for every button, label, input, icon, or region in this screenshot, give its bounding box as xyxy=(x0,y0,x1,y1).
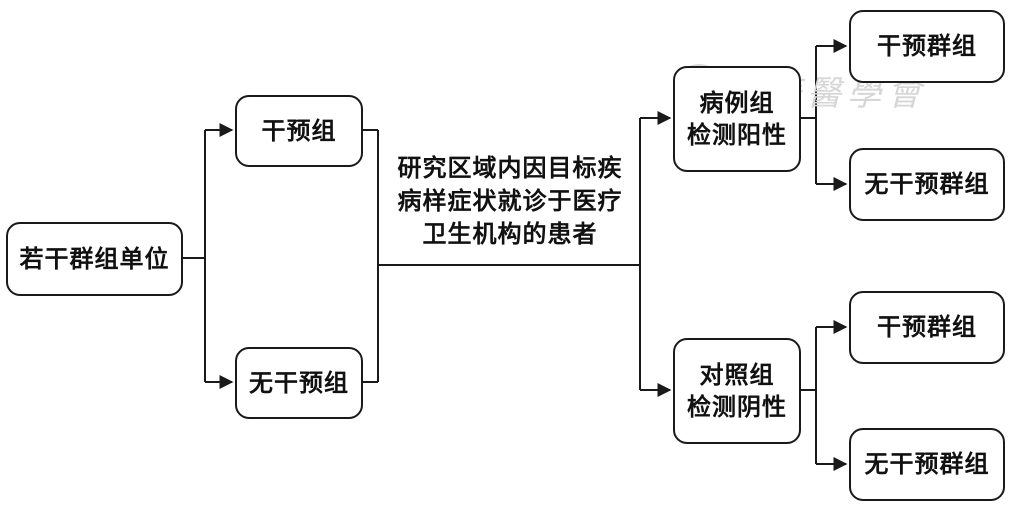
middle-description-line-2: 病样症状就诊于医疗 xyxy=(397,187,623,216)
case-group-node: 病例组 检测阳性 xyxy=(673,66,801,172)
control-group-label-line-2: 检测阴性 xyxy=(687,393,787,421)
case-group-label-line-1: 病例组 xyxy=(699,88,775,117)
middle-description-line-3: 卫生机构的患者 xyxy=(422,220,598,249)
case-intervention-cluster-node: 干预群组 xyxy=(849,10,1005,83)
non-intervention-node-label: 无干预组 xyxy=(249,368,349,397)
control-intervention-cluster-node: 干预群组 xyxy=(849,291,1005,364)
intervention-node-label: 干预组 xyxy=(261,116,337,145)
intervention-node: 干预组 xyxy=(235,95,363,167)
case-group-label-line-2: 检测阳性 xyxy=(687,121,787,149)
case-non-intervention-cluster-node: 无干预群组 xyxy=(849,148,1005,221)
control-non-intervention-cluster-label: 无干预群组 xyxy=(864,450,990,479)
middle-description-line-1: 研究区域内因目标疾 xyxy=(397,154,623,182)
non-intervention-node: 无干预组 xyxy=(235,347,363,419)
control-non-intervention-cluster-node: 无干预群组 xyxy=(849,428,1005,501)
root-node-label: 若干群组单位 xyxy=(19,244,170,273)
control-group-node: 对照组 检测阴性 xyxy=(673,338,801,444)
root-node: 若干群组单位 xyxy=(6,222,183,296)
control-group-label-line-1: 对照组 xyxy=(699,360,775,389)
control-intervention-cluster-label: 干预群组 xyxy=(877,313,977,342)
case-intervention-cluster-label: 干预群组 xyxy=(877,32,977,61)
middle-description: 研究区域内因目标疾 病样症状就诊于医疗 卫生机构的患者 xyxy=(385,152,635,251)
case-non-intervention-cluster-label: 无干预群组 xyxy=(864,170,990,199)
